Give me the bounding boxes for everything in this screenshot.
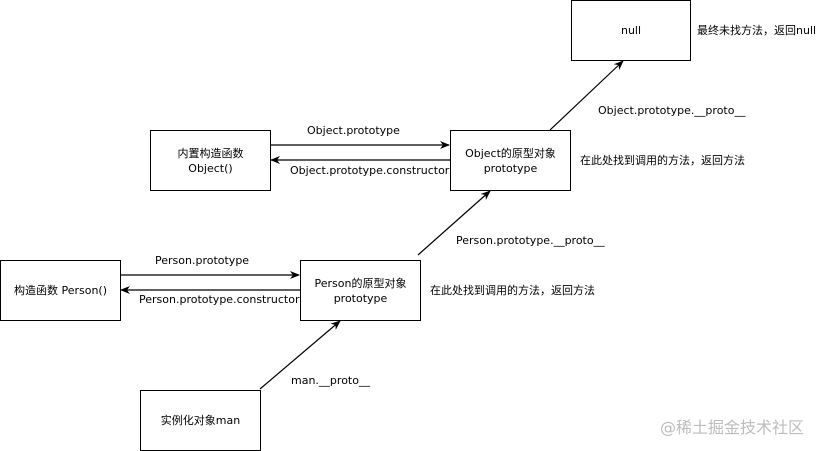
note-null: 最终未找方法，返回null xyxy=(697,24,817,37)
person-constructor-node: 构造函数 Person() xyxy=(0,260,121,321)
edge-label-person-proto-proto: Person.prototype.__proto__ xyxy=(456,234,605,247)
object-prototype-line2: prototype xyxy=(483,161,538,175)
edge-label-object-proto-proto: Object.prototype.__proto__ xyxy=(598,104,746,117)
note-object-prototype: 在此处找到调用的方法，返回方法 xyxy=(580,154,745,167)
object-constructor-line2: Object() xyxy=(188,161,233,175)
edge-label-object-constructor: Object.prototype.constructor xyxy=(290,164,450,177)
object-constructor-node: 内置构造函数 Object() xyxy=(150,130,271,191)
object-constructor-line1: 内置构造函数 xyxy=(177,146,244,160)
person-prototype-node: Person的原型对象 prototype xyxy=(300,260,421,321)
object-prototype-node: Object的原型对象 prototype xyxy=(450,130,571,191)
edge-label-person-prototype: Person.prototype xyxy=(155,254,250,267)
arrow-person-proto-proto xyxy=(417,190,491,256)
person-prototype-line1: Person的原型对象 xyxy=(314,276,407,290)
edge-label-object-prototype: Object.prototype xyxy=(307,124,400,137)
null-node-label: null xyxy=(620,24,642,37)
arrow-man-proto xyxy=(259,320,341,390)
arrow-object-proto-proto xyxy=(549,60,624,131)
object-prototype-line1: Object的原型对象 xyxy=(465,146,556,160)
person-constructor-label: 构造函数 Person() xyxy=(13,284,108,297)
null-node: null xyxy=(571,0,691,61)
watermark: @稀土掘金技术社区 xyxy=(660,418,805,437)
note-person-prototype: 在此处找到调用的方法，返回方法 xyxy=(430,284,595,297)
edge-label-person-constructor: Person.prototype.constructor xyxy=(139,293,300,306)
man-instance-label: 实例化对象man xyxy=(160,414,241,427)
person-prototype-line2: prototype xyxy=(333,291,388,305)
man-instance-node: 实例化对象man xyxy=(140,390,261,451)
edge-label-man-proto: man.__proto__ xyxy=(291,374,370,387)
